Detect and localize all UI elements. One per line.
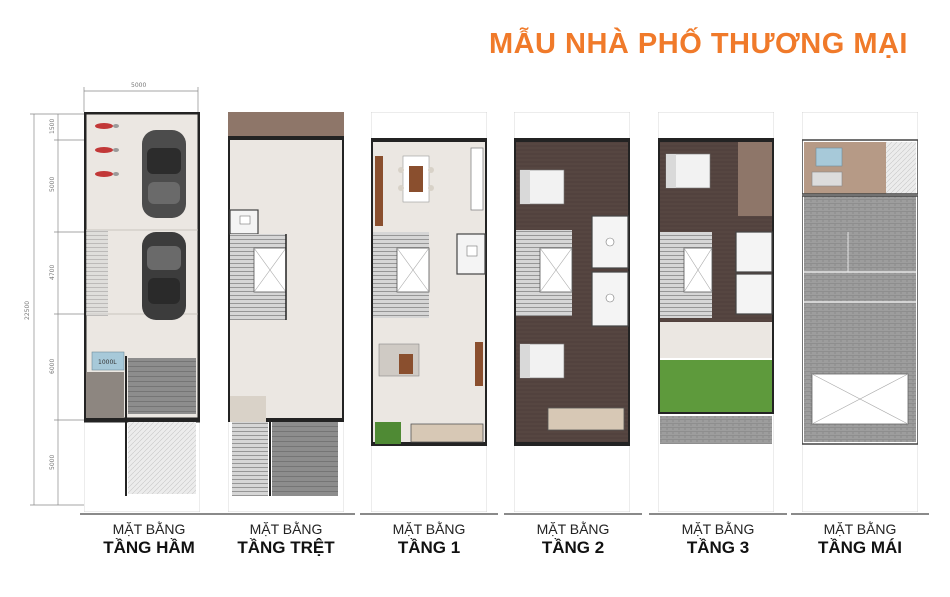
caption-line2: TẦNG TRỆT <box>237 538 335 557</box>
floor-plan-floor-1 <box>371 112 487 512</box>
caption-line1: MẶT BẰNG <box>112 521 186 537</box>
dim-total-label: 22500 <box>24 300 31 320</box>
dim-seg-4: 6000 <box>49 358 56 374</box>
caption-line2: TẦNG HẦM <box>103 538 195 557</box>
caption-floor-2: MẶT BẰNG TẦNG 2 <box>498 513 648 559</box>
caption-divider <box>504 513 642 515</box>
caption-line1: MẶT BẰNG <box>681 521 755 537</box>
dim-seg-3: 4700 <box>49 264 56 280</box>
dim-width-label: 5000 <box>131 82 147 89</box>
caption-line1: MẶT BẰNG <box>823 521 897 537</box>
caption-line2: TẦNG MÁI <box>817 538 903 557</box>
floor-plan-ground <box>228 112 344 512</box>
caption-divider <box>217 513 355 515</box>
dim-seg-1: 1500 <box>49 118 56 134</box>
floor-plan-basement: 1000L <box>84 112 200 512</box>
dim-seg-5: 5000 <box>49 454 56 470</box>
caption-floor-3: MẶT BẰNG TẦNG 3 <box>643 513 793 559</box>
caption-basement: MẶT BẰNG TẦNG HẦM <box>74 513 224 559</box>
caption-line2: TẦNG 1 <box>397 538 461 557</box>
floor-plan-floor-2 <box>514 112 630 512</box>
caption-divider <box>80 513 218 515</box>
dim-seg-2: 5000 <box>49 176 56 192</box>
tank-label: 1000L <box>98 359 117 366</box>
floor-plan-floor-3 <box>658 112 774 512</box>
caption-ground: MẶT BẰNG TẦNG TRỆT <box>211 513 361 559</box>
caption-line2: TẦNG 2 <box>541 538 605 557</box>
caption-divider <box>791 513 929 515</box>
page-title: MẪU NHÀ PHỐ THƯƠNG MẠI <box>488 28 908 60</box>
caption-divider <box>649 513 787 515</box>
caption-divider <box>360 513 498 515</box>
caption-line1: MẶT BẰNG <box>536 521 610 537</box>
floor-plan-roof <box>802 112 918 512</box>
caption-floor-1: MẶT BẰNG TẦNG 1 <box>354 513 504 559</box>
caption-line1: MẶT BẰNG <box>392 521 466 537</box>
caption-line1: MẶT BẰNG <box>249 521 323 537</box>
caption-line2: TẦNG 3 <box>686 538 750 557</box>
caption-roof: MẶT BẰNG TẦNG MÁI <box>785 513 935 559</box>
